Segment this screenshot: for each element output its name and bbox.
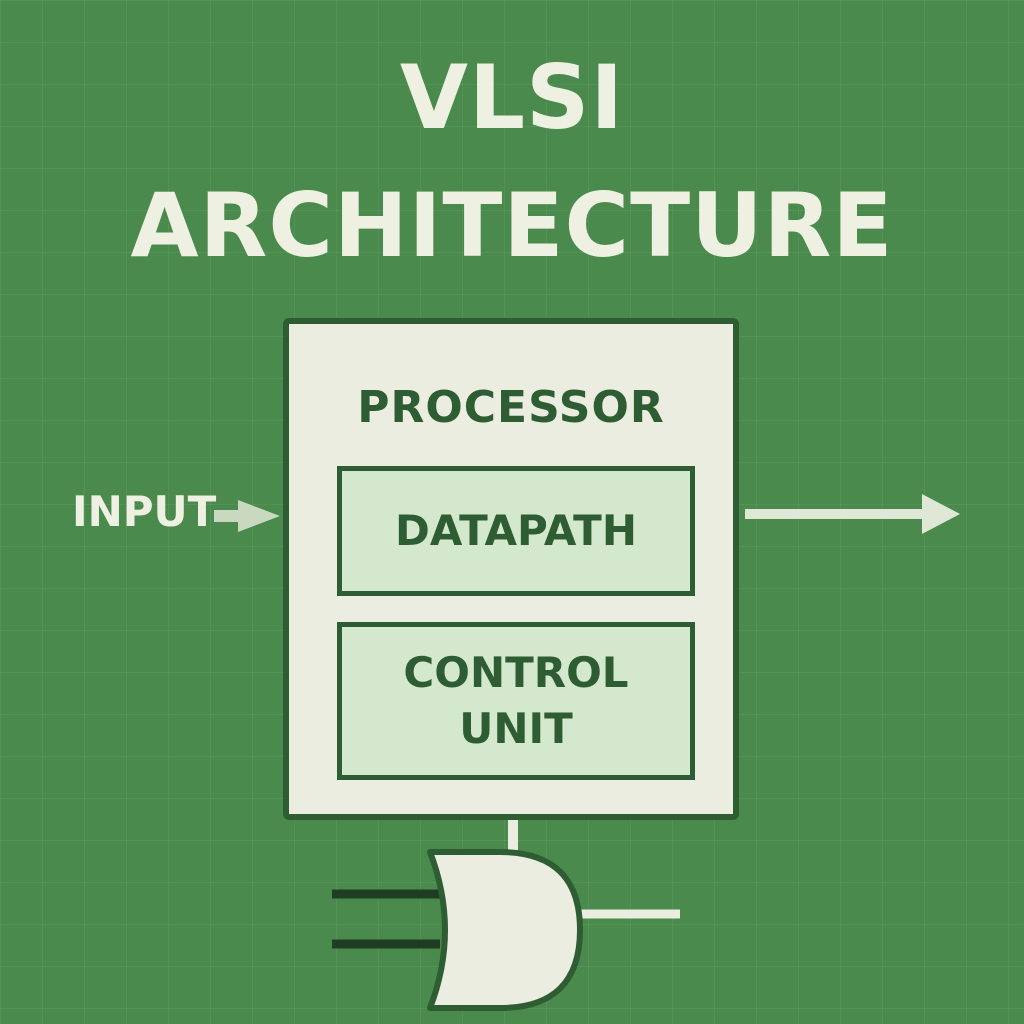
input-arrow-icon xyxy=(214,500,280,532)
input-label: INPUT xyxy=(72,487,217,536)
control-unit-label-line-1: CONTROL xyxy=(403,648,629,697)
title-line-2: ARCHITECTURE xyxy=(130,174,894,277)
output-arrow-icon xyxy=(745,494,960,534)
datapath-label: DATAPATH xyxy=(395,506,637,555)
processor-label: PROCESSOR xyxy=(357,382,665,433)
datapath-block: DATAPATH xyxy=(337,466,695,596)
processor-block: PROCESSOR DATAPATH CONTROL UNIT xyxy=(283,318,739,820)
and-gate-icon xyxy=(332,849,680,1011)
title-line-1: VLSI xyxy=(399,46,625,149)
control-unit-label-line-2: UNIT xyxy=(459,704,573,753)
control-unit-block: CONTROL UNIT xyxy=(337,622,695,780)
